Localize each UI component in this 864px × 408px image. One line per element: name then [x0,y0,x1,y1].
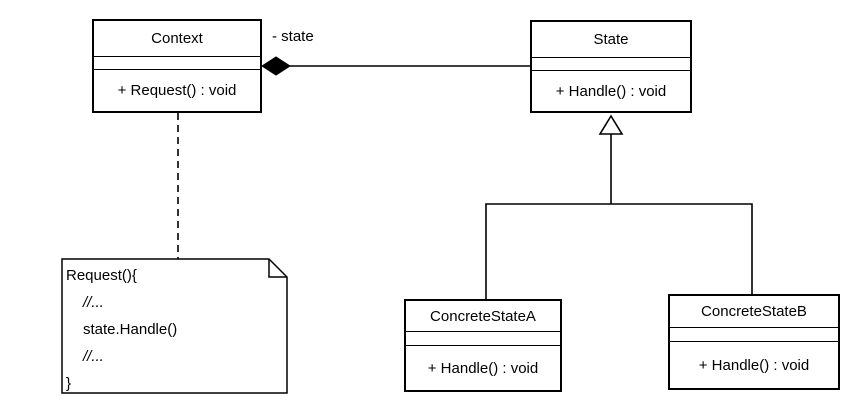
note-box [61,258,288,394]
inheritance-triangle-icon [598,114,624,135]
association-label-state: - state [272,28,314,45]
class-attributes-context [94,57,260,70]
note-line-2: //... [83,294,104,311]
class-method-concrete-state-b: + Handle() : void [698,356,810,374]
note-body: Request(){ //... state.Handle() //... } [66,262,281,397]
class-method-context: + Request() : void [117,82,237,99]
class-method-state: + Handle() : void [555,82,667,100]
class-box-concrete-state-b: ConcreteStateB + Handle() : void [668,294,840,390]
note-line-3: state.Handle() [83,321,178,338]
class-name-concrete-state-b: ConcreteStateB [670,296,838,328]
note-fold-icon [268,259,287,278]
class-box-concrete-state-a: ConcreteStateA + Handle() : void [404,299,562,392]
class-method-concrete-state-a: + Handle() : void [427,359,539,377]
class-box-context: Context + Request() : void [92,19,262,113]
class-name-state: State [532,22,690,58]
note-line-5: } [66,375,72,392]
class-attributes-state [532,58,690,71]
composition-diamond-icon [261,56,291,76]
class-attributes-concrete-state-a [406,332,560,346]
inheritance-branch-line [485,203,753,299]
class-name-concrete-state-a: ConcreteStateA [406,301,560,332]
class-box-state: State + Handle() : void [530,20,692,113]
note-line-4: //... [83,348,104,365]
note-line-1: Request(){ [66,267,137,284]
class-name-context: Context [94,21,260,57]
class-attributes-concrete-state-b [670,328,838,342]
